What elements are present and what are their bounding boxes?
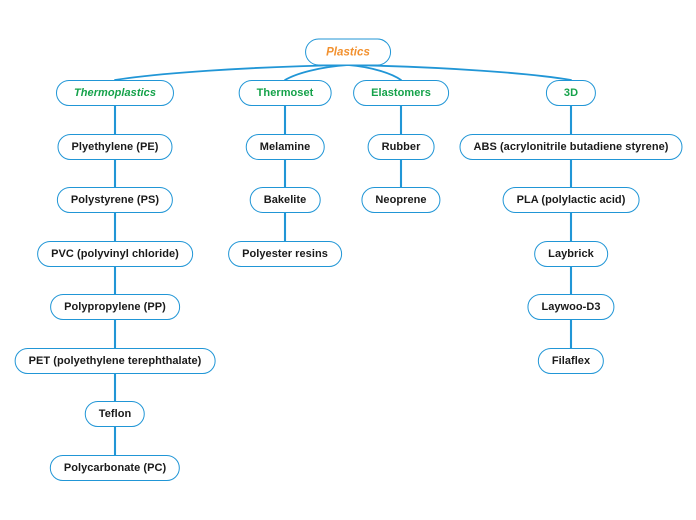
leaf-node-pla-polylactic-acid[interactable]: PLA (polylactic acid) <box>502 187 640 213</box>
leaf-node-rubber[interactable]: Rubber <box>367 134 435 160</box>
edge-root-to-3d <box>347 64 572 81</box>
leaf-node-melamine[interactable]: Melamine <box>245 134 325 160</box>
leaf-node-plyethylene-pe[interactable]: Plyethylene (PE) <box>57 134 173 160</box>
branch-node-thermoplastics[interactable]: Thermoplastics <box>55 80 175 106</box>
root-node-plastics[interactable]: Plastics <box>305 38 391 66</box>
leaf-node-bakelite[interactable]: Bakelite <box>249 187 321 213</box>
leaf-node-polycarbonate-pc[interactable]: Polycarbonate (PC) <box>49 455 181 481</box>
leaf-node-filaflex[interactable]: Filaflex <box>537 348 605 374</box>
leaf-node-polystyrene-ps[interactable]: Polystyrene (PS) <box>56 187 174 213</box>
leaf-node-abs-acrylonitrile-butadiene-styrene[interactable]: ABS (acrylonitrile butadiene styrene) <box>459 134 683 160</box>
leaf-node-polyester-resins[interactable]: Polyester resins <box>228 241 342 267</box>
branch-node-elastomers[interactable]: Elastomers <box>353 80 449 106</box>
edge-root-to-thermoset <box>284 64 349 81</box>
leaf-node-neoprene[interactable]: Neoprene <box>361 187 441 213</box>
edge-root-to-thermoplastics <box>114 64 349 81</box>
leaf-node-laybrick[interactable]: Laybrick <box>534 241 608 267</box>
leaf-node-teflon[interactable]: Teflon <box>84 401 146 427</box>
branch-node-thermoset[interactable]: Thermoset <box>238 80 332 106</box>
leaf-node-pet-polyethylene-terephthalate[interactable]: PET (polyethylene terephthalate) <box>14 348 216 374</box>
edge-root-to-elastomers <box>347 64 402 81</box>
branch-node-3d[interactable]: 3D <box>545 80 597 106</box>
leaf-node-polypropylene-pp[interactable]: Polypropylene (PP) <box>50 294 180 320</box>
leaf-node-pvc-polyvinyl-chloride[interactable]: PVC (polyvinyl chloride) <box>37 241 193 267</box>
leaf-node-laywoo-d3[interactable]: Laywoo-D3 <box>527 294 615 320</box>
